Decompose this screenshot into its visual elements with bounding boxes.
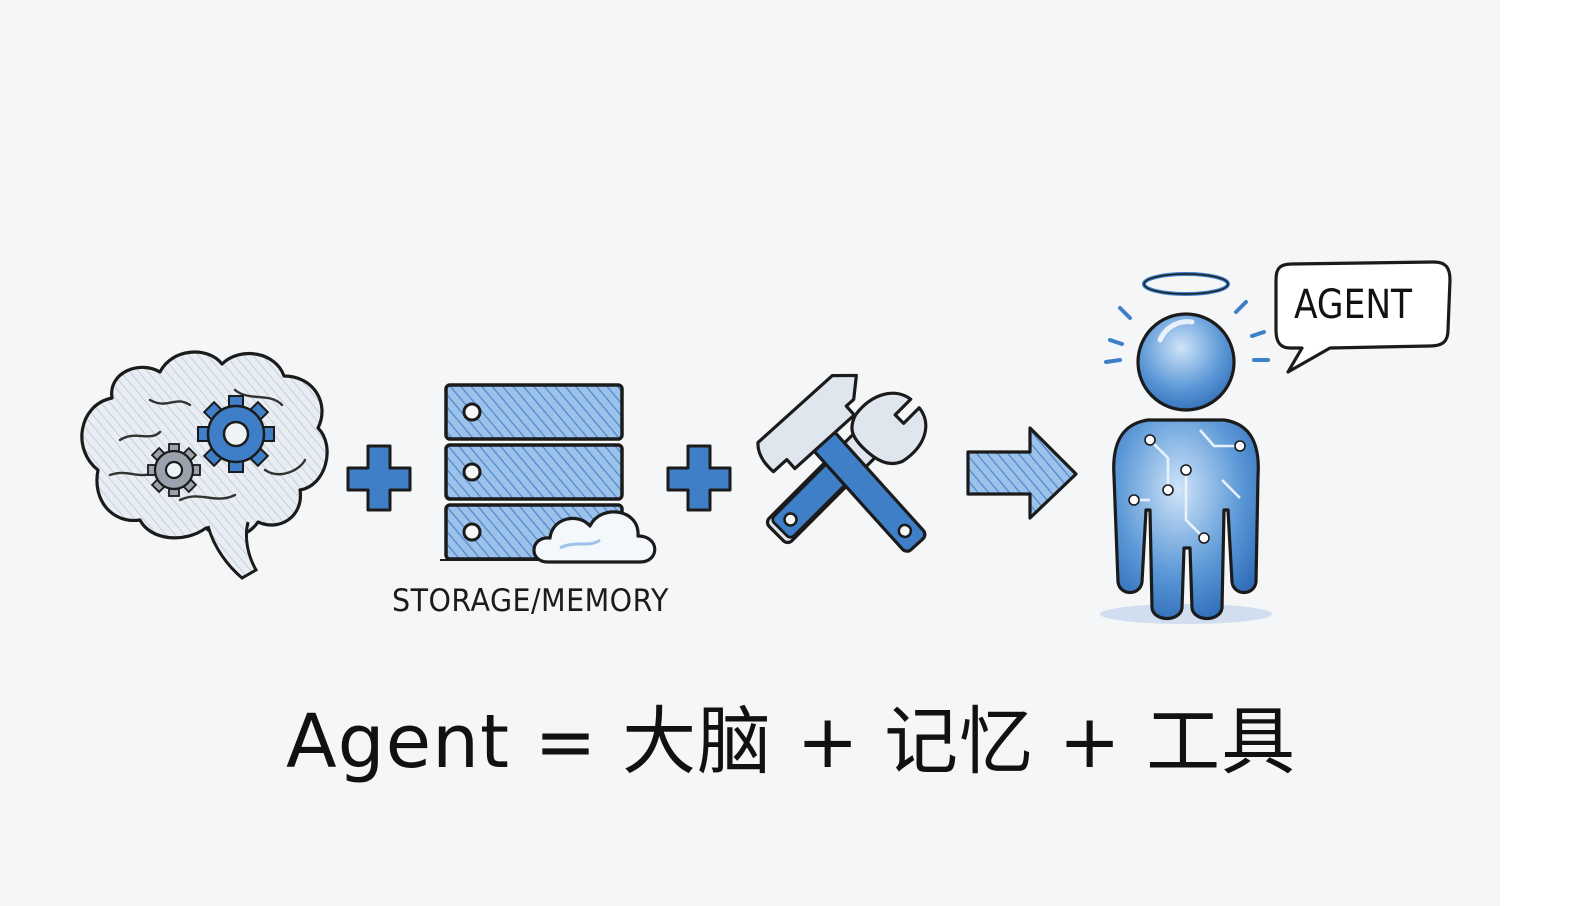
agent-bubble-text: AGENT — [1294, 282, 1413, 328]
right-margin — [1500, 0, 1578, 906]
arrow-right-icon — [966, 426, 1078, 520]
speech-bubble — [1274, 260, 1452, 374]
brain-gears-icon — [80, 350, 329, 580]
agent-figure-icon — [1100, 272, 1272, 624]
diagram-illustration — [80, 260, 1452, 624]
server-cloud-icon — [440, 383, 657, 564]
plus-icon — [666, 444, 732, 512]
wrench-hammer-icon — [756, 373, 928, 553]
plus-icon — [346, 444, 412, 512]
storage-memory-label: STORAGE/MEMORY — [392, 583, 669, 619]
agent-formula: Agent = 大脑 + 记忆 + 工具 — [286, 699, 1297, 785]
diagram-canvas: STORAGE/MEMORY AGENT Agent = 大脑 + 记忆 + 工… — [80, 260, 1452, 785]
